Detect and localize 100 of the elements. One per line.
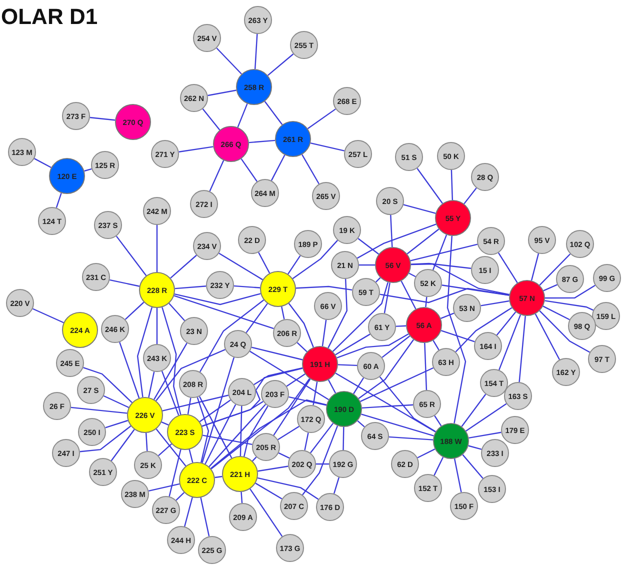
connector-line xyxy=(174,286,206,290)
node-circle xyxy=(290,31,318,59)
node-circle xyxy=(167,526,195,554)
node-circle xyxy=(244,6,272,34)
connector-line xyxy=(530,253,540,281)
node-circle xyxy=(333,87,361,115)
connector-line xyxy=(455,307,512,352)
connector-line xyxy=(199,300,264,372)
connector-line xyxy=(288,303,314,348)
hub-node-circle xyxy=(222,456,258,492)
hub-node-circle xyxy=(509,280,545,316)
connector-line xyxy=(461,394,486,427)
connector-line xyxy=(116,236,147,276)
node-circle xyxy=(206,271,234,299)
connector-line xyxy=(539,310,590,353)
connector-line xyxy=(335,334,370,356)
connector-line xyxy=(384,282,390,314)
connector-line xyxy=(162,394,229,412)
connector-line xyxy=(210,399,327,469)
node-circle xyxy=(78,418,106,446)
hub-node-circle xyxy=(115,104,151,140)
connector-line xyxy=(110,279,140,287)
connector-line xyxy=(322,320,327,346)
node-circle xyxy=(316,493,344,521)
node-circle xyxy=(52,439,80,467)
node-circle xyxy=(395,143,423,171)
node-circle xyxy=(552,358,580,386)
connector-line xyxy=(361,414,434,436)
connector-line xyxy=(136,307,152,398)
connector-line xyxy=(464,188,477,204)
connector-line xyxy=(335,372,436,432)
hub-node-circle xyxy=(62,312,98,348)
node-circle xyxy=(588,345,616,373)
connector-line xyxy=(184,497,193,527)
node-circle xyxy=(193,24,221,52)
hub-node-circle xyxy=(139,272,175,308)
connector-line xyxy=(390,214,393,248)
connector-line xyxy=(281,306,285,320)
connector-line xyxy=(34,158,52,168)
hub-node-circle xyxy=(302,346,338,382)
node-circle xyxy=(471,256,499,284)
hub-node-circle xyxy=(326,391,362,427)
node-circle xyxy=(297,405,325,433)
connector-line xyxy=(158,444,172,456)
node-circle xyxy=(134,451,162,479)
connector-line xyxy=(543,284,558,292)
connector-line xyxy=(403,204,436,214)
connector-line xyxy=(270,154,286,181)
connector-line xyxy=(302,426,338,496)
connector-line xyxy=(156,428,186,466)
connector-line xyxy=(480,300,510,306)
node-circle xyxy=(361,422,389,450)
connector-line xyxy=(202,108,220,130)
node-circle xyxy=(437,142,465,170)
node-circle xyxy=(294,230,322,258)
connector-line xyxy=(244,406,268,457)
hub-node-circle xyxy=(435,200,471,236)
connector-line xyxy=(286,373,306,387)
node-circle xyxy=(89,458,117,486)
connector-line xyxy=(307,108,336,130)
connector-line xyxy=(310,422,334,454)
connector-line xyxy=(148,372,155,398)
connector-line xyxy=(255,482,282,500)
connector-line xyxy=(196,397,210,463)
node-circle xyxy=(6,289,34,317)
connector-line xyxy=(162,307,182,415)
connector-line xyxy=(278,426,300,440)
node-circle xyxy=(62,102,90,130)
node-circle xyxy=(251,179,279,207)
connector-line xyxy=(202,434,252,446)
node-circle xyxy=(312,182,340,210)
connector-line xyxy=(103,395,129,408)
connector-line xyxy=(446,236,466,424)
node-circle xyxy=(357,352,385,380)
connector-line xyxy=(267,54,294,76)
connector-line xyxy=(410,263,510,296)
connector-line xyxy=(80,426,132,452)
connector-line xyxy=(250,488,283,537)
node-circle xyxy=(453,294,481,322)
connector-line xyxy=(388,436,434,440)
node-circle xyxy=(82,263,110,291)
node-circle xyxy=(276,534,304,562)
node-circle xyxy=(331,251,359,279)
connector-line xyxy=(396,325,406,327)
node-circle xyxy=(94,211,122,239)
connector-line xyxy=(498,252,518,284)
connector-line xyxy=(174,295,274,330)
connector-line xyxy=(545,284,596,299)
connector-line xyxy=(379,376,436,432)
connector-line xyxy=(544,300,594,311)
node-circle xyxy=(288,450,316,478)
node-circle xyxy=(478,475,506,503)
hub-node-circle xyxy=(49,158,85,194)
connector-line xyxy=(434,415,442,426)
connector-line xyxy=(406,228,440,254)
hub-node-circle xyxy=(179,462,215,498)
hub-node-circle xyxy=(236,69,272,105)
connector-line xyxy=(110,429,135,462)
connector-line xyxy=(209,160,224,192)
connector-line xyxy=(258,252,270,274)
